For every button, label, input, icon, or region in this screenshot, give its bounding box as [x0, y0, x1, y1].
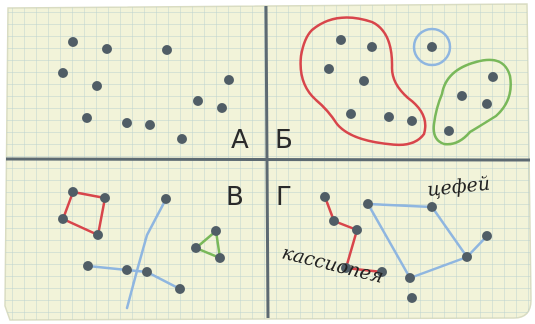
- star-dot: [175, 284, 185, 294]
- star-dot: [161, 194, 171, 204]
- star-dot: [363, 199, 373, 209]
- star-dot: [457, 91, 467, 101]
- star-dot: [215, 253, 225, 263]
- star-dot: [83, 261, 93, 271]
- star-dot: [367, 42, 377, 52]
- star-dot: [384, 112, 394, 122]
- star-dot: [58, 68, 68, 78]
- star-dot: [211, 226, 221, 236]
- star-dot: [352, 225, 362, 235]
- quadrant-a-label: А: [231, 125, 249, 155]
- star-dot: [177, 134, 187, 144]
- star-dot: [224, 75, 234, 85]
- star-dot: [482, 231, 492, 241]
- star-dot: [145, 120, 155, 130]
- star-dot: [100, 193, 110, 203]
- quadrant-g-label: Г: [276, 182, 292, 212]
- star-dot: [359, 76, 369, 86]
- star-dot: [162, 45, 172, 55]
- star-dot: [58, 214, 68, 224]
- star-dot: [462, 252, 472, 262]
- star-dot: [407, 293, 417, 303]
- star-dot: [405, 273, 415, 283]
- star-dot: [68, 187, 78, 197]
- star-dot: [482, 99, 492, 109]
- star-dot: [122, 265, 132, 275]
- star-dot: [324, 64, 334, 74]
- quadrant-v-label: В: [226, 182, 244, 212]
- star-dot: [427, 202, 437, 212]
- star-dot: [217, 103, 227, 113]
- star-dot: [92, 81, 102, 91]
- star-dot: [320, 192, 330, 202]
- vertical-divider: [266, 6, 268, 318]
- star-dot: [68, 37, 78, 47]
- star-dot: [102, 44, 112, 54]
- star-dot: [82, 113, 92, 123]
- star-dot: [193, 96, 203, 106]
- star-dot: [407, 116, 417, 126]
- star-dot: [444, 126, 454, 136]
- star-dot: [142, 267, 152, 277]
- star-dot: [488, 72, 498, 82]
- star-dot: [93, 230, 103, 240]
- quadrant-b-label: Б: [275, 125, 293, 155]
- star-dot: [336, 35, 346, 45]
- star-dot: [346, 109, 356, 119]
- star-dot: [191, 243, 201, 253]
- star-dot: [122, 118, 132, 128]
- star-dot: [329, 216, 339, 226]
- star-dot: [427, 42, 437, 52]
